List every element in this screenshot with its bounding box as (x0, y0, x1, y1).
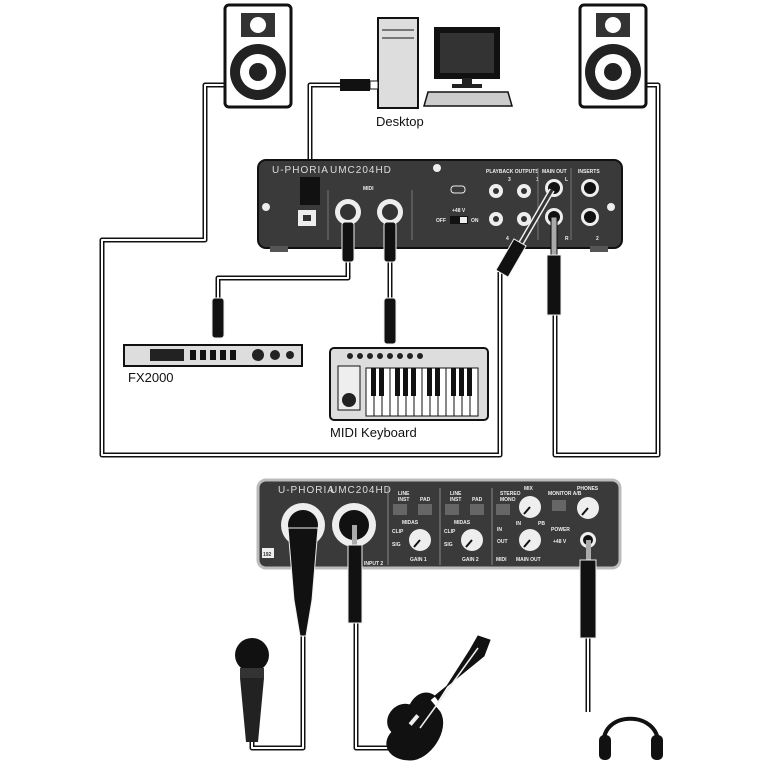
fx2000-rack-icon (123, 297, 303, 367)
line-inst-button-1 (393, 504, 407, 515)
line-label-2: LINE (450, 491, 462, 497)
mono-label: MONO (500, 497, 516, 503)
midi-label: MIDI (363, 186, 374, 192)
gain1-label: GAIN 1 (410, 557, 427, 563)
l-label: L (565, 177, 568, 183)
left-speaker-icon (223, 3, 293, 109)
midas-label-1: MIDAS (402, 520, 419, 526)
desktop-label: Desktop (376, 114, 424, 129)
stereo-label: STEREO (500, 491, 521, 497)
line-inst-button-2 (445, 504, 459, 515)
right-speaker-icon (578, 3, 648, 109)
headphones-icon (599, 716, 663, 760)
midi-out-led-label: OUT (497, 539, 508, 545)
clip-label-1: CLIP (392, 529, 404, 535)
playback-outputs-label: PLAYBACK OUTPUTS (486, 169, 539, 175)
sig-label-2: SIG (444, 542, 453, 548)
ch2-label: 2 (596, 236, 599, 242)
ch3-label: 3 (508, 177, 511, 183)
front-brand: U-PHORIA (278, 485, 335, 496)
midi-in-led-label: IN (497, 527, 502, 533)
microphone-icon (235, 638, 269, 742)
right-speaker-cable (552, 82, 661, 458)
usb-plug (300, 177, 320, 205)
rear-brand: U-PHORIA (272, 165, 329, 176)
mix-label: MIX (524, 486, 534, 492)
inst-label-2: INST (450, 497, 461, 503)
desktop-computer-icon (340, 17, 513, 109)
phones-label: PHONES (577, 486, 599, 492)
on-label: ON (471, 218, 479, 224)
ch4-label: 4 (506, 236, 509, 242)
midi-keyboard-label: MIDI Keyboard (330, 425, 417, 440)
pad-button-2 (470, 504, 484, 515)
main-out-label: MAIN OUT (542, 169, 567, 175)
r-label: R (565, 236, 569, 242)
pad-button-1 (418, 504, 432, 515)
pb-label: PB (538, 521, 545, 527)
midas-label-2: MIDAS (454, 520, 471, 526)
pad-label-1: PAD (420, 497, 431, 503)
gain2-label: GAIN 2 (462, 557, 479, 563)
monitor-button (552, 500, 566, 511)
stereo-mono-button (496, 504, 510, 515)
inst-label-1: INST (398, 497, 409, 503)
clip-label-2: CLIP (444, 529, 456, 535)
sig-label-1: SIG (392, 542, 401, 548)
line-label-1: LINE (398, 491, 410, 497)
midi-cable-fx (215, 262, 351, 300)
phantom-front-label: +48 V (553, 539, 567, 545)
rear-model: UMC204HD (330, 165, 392, 176)
input2-label: INPUT 2 (364, 561, 383, 567)
off-label: OFF (436, 218, 446, 224)
front-model: UMC204HD (330, 485, 392, 496)
phantom-switch (450, 216, 468, 224)
hd-badge: 192 (263, 552, 272, 558)
inserts-label: INSERTS (578, 169, 600, 175)
pad-label-2: PAD (472, 497, 483, 503)
fx2000-label: FX2000 (128, 370, 174, 385)
front-panel: U-PHORIA UMC204HD INPUT 2 192 LINE INST … (256, 478, 622, 639)
phantom-label: +48 V (452, 208, 466, 214)
main-out-front-label: MAIN OUT (516, 557, 541, 563)
midi-led-label: MIDI (496, 557, 507, 563)
power-label: POWER (551, 527, 570, 533)
rear-panel: U-PHORIA UMC204HD MIDI +48 V OFF ON PLAY… (257, 159, 623, 316)
cables (99, 82, 661, 751)
in-label: IN (516, 521, 521, 527)
electric-guitar-icon (386, 635, 491, 761)
monitor-label: MONITOR A/B (548, 491, 582, 497)
midi-keyboard-icon (329, 297, 489, 421)
